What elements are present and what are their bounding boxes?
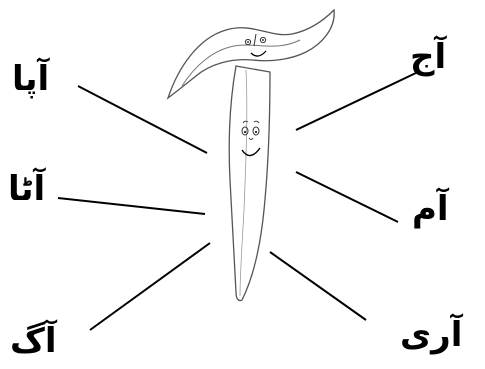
- connector-aaj: [296, 72, 418, 130]
- word-ata: آٹا: [8, 172, 45, 206]
- word-apa: آپا: [12, 62, 49, 96]
- word-aag: آگ: [10, 324, 56, 358]
- word-aari: آری: [400, 318, 462, 352]
- alif-face: [242, 121, 260, 155]
- word-aaj: آج: [410, 40, 446, 74]
- connector-aam: [296, 172, 398, 222]
- connector-apa: [78, 86, 207, 153]
- madda-stroke: [168, 10, 334, 98]
- alif-hairline: [240, 70, 247, 296]
- connector-aag: [90, 243, 210, 330]
- connector-ata: [58, 198, 205, 214]
- madda-inner-stroke: [182, 40, 300, 86]
- connector-aari: [270, 252, 366, 320]
- word-aam: آم: [412, 192, 449, 226]
- alif-stroke: [229, 66, 270, 301]
